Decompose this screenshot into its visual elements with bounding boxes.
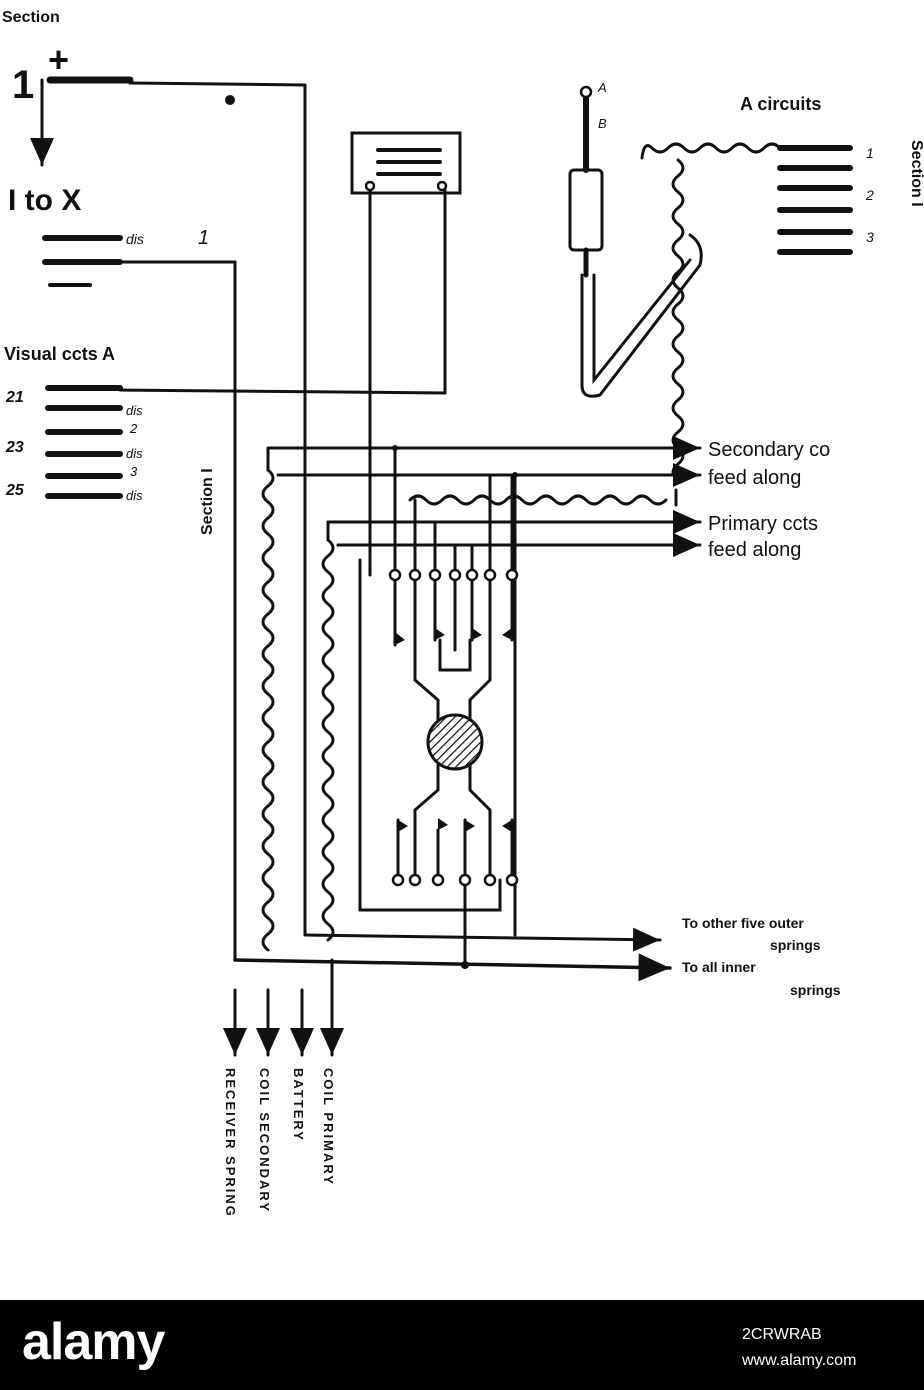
wavy-wire-horizontal xyxy=(408,494,668,506)
watermark-logo: alamy xyxy=(22,1313,165,1371)
spring-tip-top-3 xyxy=(435,628,445,640)
label-bottom-battery: BATTERY xyxy=(291,1068,306,1142)
label-a3: 3 xyxy=(866,229,874,245)
label-bottom-coil-secondary: COIL SECONDARY xyxy=(257,1068,272,1213)
watermark-url: www.alamy.com xyxy=(742,1352,857,1369)
terminal-top-7 xyxy=(505,568,519,582)
label-to-all-inner: To all inner xyxy=(682,959,756,975)
label-section-i-right: Section I xyxy=(908,140,924,207)
terminal-top-6 xyxy=(483,568,497,582)
junction-dot-4 xyxy=(225,95,235,105)
spring-tip-bottom-6 xyxy=(502,820,512,832)
label-section-top: Section xyxy=(2,9,60,26)
spring-tip-bottom-1 xyxy=(398,820,408,832)
ix-wire-bottom xyxy=(233,953,672,982)
label-feed-along-1: feed along xyxy=(708,467,801,489)
label-plus: + xyxy=(48,39,69,80)
spring-tip-top-7 xyxy=(502,628,512,640)
label-25: 25 xyxy=(5,482,25,499)
label-plug-b: B xyxy=(598,116,607,131)
spring-link-bottom xyxy=(413,763,492,812)
terminal-bottom-6 xyxy=(505,873,519,887)
label-one: 1 xyxy=(12,63,34,107)
terminal-indicator-right xyxy=(436,180,448,192)
top-wire xyxy=(128,81,307,87)
hatched-disk xyxy=(426,713,484,771)
spring-link-top xyxy=(413,678,492,722)
terminal-bottom-1 xyxy=(391,873,405,887)
terminal-bottom-3 xyxy=(431,873,445,887)
wavy-receiver xyxy=(261,468,275,952)
spring-tip-bottom-3 xyxy=(438,818,448,830)
watermark-footer xyxy=(0,1300,924,1390)
label-secondary: Secondary co xyxy=(708,439,830,461)
label-to-other: To other five outer xyxy=(682,915,804,931)
terminal-plug-a xyxy=(579,85,593,99)
label-dis: dis xyxy=(126,231,144,247)
junction-dot-3 xyxy=(512,472,518,478)
inner-loop xyxy=(336,543,502,912)
label-bottom-receiver: RECEIVER SPRING xyxy=(223,1068,238,1218)
label-a1: 1 xyxy=(866,145,874,161)
label-dis-3: dis xyxy=(126,488,143,503)
terminal-bottom-2 xyxy=(408,873,422,887)
plug-cord xyxy=(580,233,703,398)
label-springs-2: springs xyxy=(790,982,841,998)
spring-tip-top-5 xyxy=(472,628,482,640)
spring-fork-top xyxy=(438,638,472,672)
terminal-bottom-4 xyxy=(458,873,472,887)
label-a-circuits: A circuits xyxy=(740,94,821,114)
junction-dot-1 xyxy=(461,961,469,969)
label-n3: 3 xyxy=(130,464,138,479)
label-i-to-x: I to X xyxy=(8,184,81,217)
indicator-box xyxy=(350,131,462,195)
label-bottom-coil-primary: COIL PRIMARY xyxy=(321,1068,336,1186)
label-one-small: 1 xyxy=(198,227,209,249)
terminal-top-5 xyxy=(465,568,479,582)
label-n2: 2 xyxy=(129,421,138,436)
terminal-top-1 xyxy=(388,568,402,582)
label-visual-ccts: Visual ccts A xyxy=(4,344,115,364)
terminal-top-4 xyxy=(448,568,462,582)
label-21: 21 xyxy=(5,389,24,406)
wavy-wire-top xyxy=(640,142,782,160)
junction-dot-2 xyxy=(392,445,398,451)
label-a2: 2 xyxy=(865,187,874,203)
label-dis-2: dis xyxy=(126,446,143,461)
wavy-wire-vertical xyxy=(671,158,685,482)
terminal-top-3 xyxy=(428,568,442,582)
label-springs-1: springs xyxy=(770,937,821,953)
spring-tip-top-1 xyxy=(395,632,405,645)
spring-tip-bottom-4 xyxy=(465,820,475,832)
visual-wire xyxy=(118,388,447,395)
label-dis-1: dis xyxy=(126,403,143,418)
label-plug-a: A xyxy=(597,80,607,95)
watermark-image-id: 2CRWRAB xyxy=(742,1326,822,1343)
label-feed-along-2: feed along xyxy=(708,539,801,561)
terminal-bottom-5 xyxy=(483,873,497,887)
plug-sleeve xyxy=(568,168,604,252)
plug-cord-inner xyxy=(592,258,692,385)
wavy-coil-primary xyxy=(321,538,335,942)
label-primary: Primary ccts xyxy=(708,513,818,535)
terminal-indicator-left xyxy=(364,180,376,192)
terminal-top-2 xyxy=(408,568,422,582)
wiring-diagram: Section + 1 I to X dis 1 Visual ccts A 2… xyxy=(2,9,924,1218)
label-23: 23 xyxy=(5,439,24,456)
top-wire-bottom xyxy=(303,927,662,952)
label-section-i-left: Section I xyxy=(199,468,216,535)
